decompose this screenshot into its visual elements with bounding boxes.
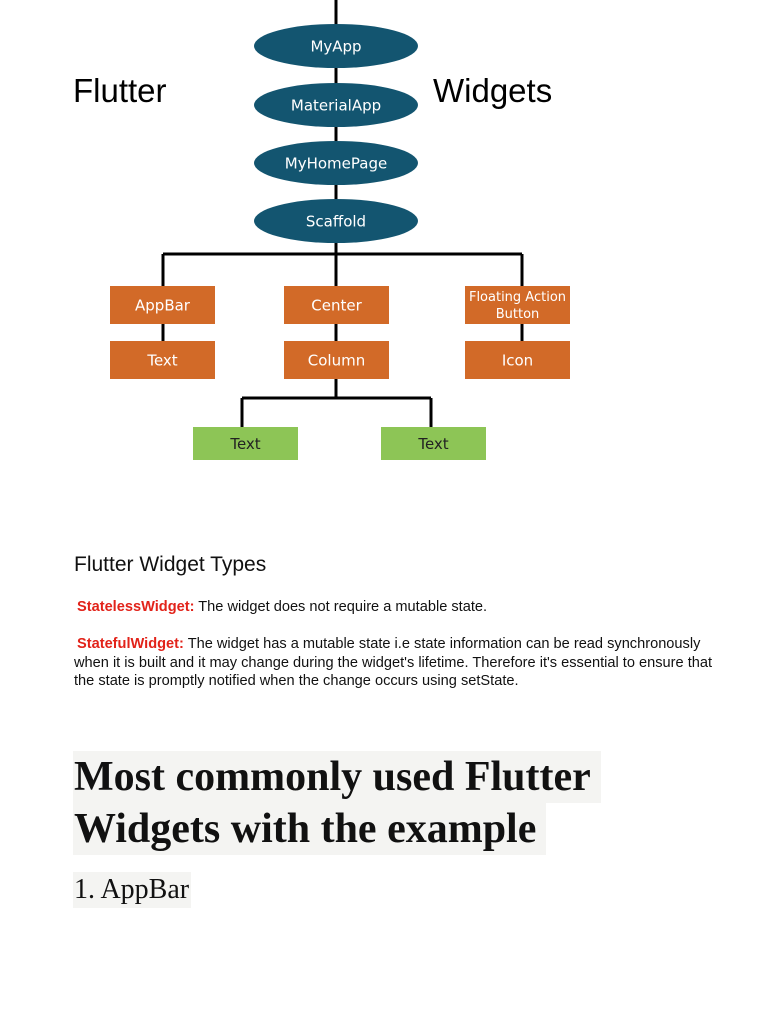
node-shape-scaffold: [254, 199, 418, 243]
widget-types-title: Flutter Widget Types: [74, 553, 267, 576]
stateless-desc: The widget does not require a mutable st…: [198, 599, 488, 615]
node-label-myapp: MyApp: [310, 37, 361, 55]
tree-node-column: Column: [284, 341, 389, 379]
node-label-appbar: AppBar: [135, 296, 191, 314]
node-shape-column: [284, 341, 389, 379]
node-shape-column-text-2: [381, 427, 486, 460]
tree-node-myhomepage: MyHomePage: [254, 141, 418, 185]
node-label-column: Column: [308, 351, 365, 369]
stateful-desc: The widget has a mutable state i.e state…: [74, 636, 713, 689]
node-shape-fab: [465, 286, 570, 324]
stateful-term: StatefulWidget:: [77, 636, 184, 652]
node-label-myhomepage: MyHomePage: [285, 154, 387, 172]
node-shape-center: [284, 286, 389, 324]
tree-node-myapp: MyApp: [254, 24, 418, 68]
headline-line-1: Most commonly used Flutter: [73, 751, 601, 803]
tree-node-icon: Icon: [465, 341, 570, 379]
node-label-column-text-1: Text: [229, 435, 260, 453]
node-label-appbar-text: Text: [146, 351, 177, 369]
node-label-materialapp: MaterialApp: [291, 96, 381, 114]
widget-tree-diagram: MyAppMaterialAppMyHomePageScaffoldAppBar…: [110, 0, 570, 460]
heading-widgets: Widgets: [433, 72, 553, 109]
node-label-column-text-2: Text: [417, 435, 448, 453]
node-shape-appbar: [110, 286, 215, 324]
node-shape-appbar-text: [110, 341, 215, 379]
stateless-paragraph: StatelessWidget: The widget does not req…: [74, 598, 714, 617]
node-label-center: Center: [311, 296, 362, 314]
node-shape-column-text-1: [193, 427, 298, 460]
node-shape-myapp: [254, 24, 418, 68]
tree-node-column-text-1: Text: [193, 427, 298, 460]
tree-node-scaffold: Scaffold: [254, 199, 418, 243]
node-shape-materialapp: [254, 83, 418, 127]
tree-node-center: Center: [284, 286, 389, 324]
node-label-scaffold: Scaffold: [306, 212, 366, 230]
stateless-term: StatelessWidget:: [77, 599, 195, 615]
tree-node-appbar-text: Text: [110, 341, 215, 379]
node-shape-myhomepage: [254, 141, 418, 185]
headline-line-2: Widgets with the example: [73, 803, 547, 855]
tree-node-column-text-2: Text: [381, 427, 486, 460]
heading-flutter: Flutter: [73, 72, 167, 109]
node-label-icon: Icon: [502, 351, 533, 369]
tree-node-appbar: AppBar: [110, 286, 215, 324]
node-shape-icon: [465, 341, 570, 379]
tree-node-materialapp: MaterialApp: [254, 83, 418, 127]
list-item-appbar: 1. AppBar: [73, 872, 192, 908]
stateful-paragraph: StatefulWidget: The widget has a mutable…: [74, 635, 714, 691]
